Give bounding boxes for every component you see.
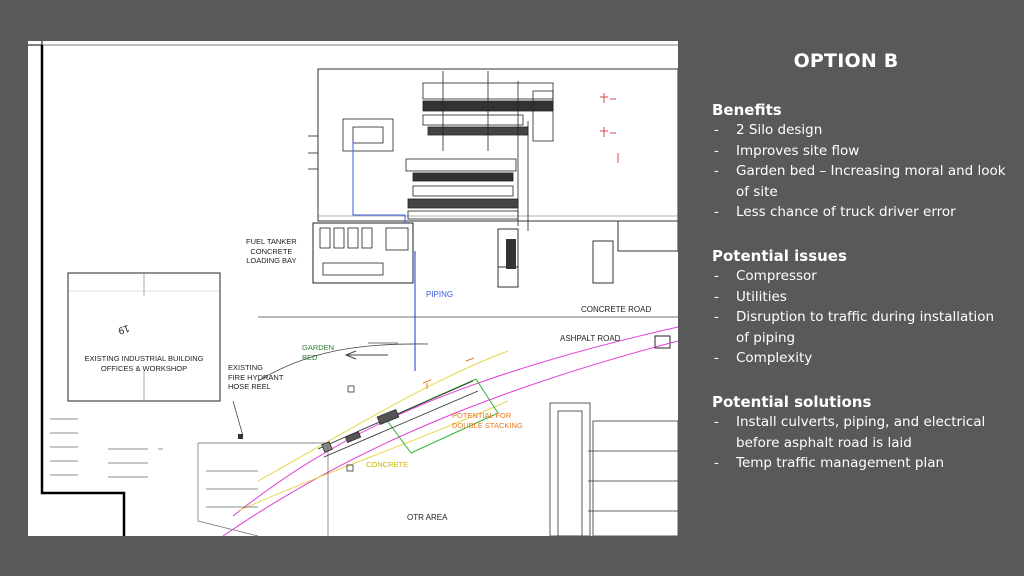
section-heading: Potential solutions [712, 393, 872, 411]
issues-list: -Compressor -Utilities -Disruption to tr… [712, 266, 1007, 369]
label-concrete-road: CONCRETE ROAD [581, 305, 652, 314]
label-existing-building: EXISTING INDUSTRIAL BUILDING OFFICES & W… [84, 354, 204, 373]
garden-bed-outline [385, 378, 499, 454]
section-heading: Benefits [712, 101, 782, 119]
site-plan-drawing: FUEL TANKER CONCRETE LOADING BAY PIPING … [28, 41, 678, 536]
list-item: -2 Silo design [714, 122, 823, 138]
fuel-tanker-bay [312, 222, 414, 284]
silo-track [317, 380, 479, 458]
silo-equipment [308, 71, 554, 231]
label-asphalt-road: ASHPALT ROAD [560, 334, 621, 343]
concrete-road [257, 316, 678, 382]
benefits-list: -2 Silo design -Improves site flow -Gard… [712, 120, 1007, 223]
list-item: -Garden bed – Increasing moral and look … [714, 163, 1006, 200]
truck-markers [600, 93, 619, 163]
property-boundary [40, 45, 126, 536]
list-item: -Less chance of truck driver error [714, 204, 956, 220]
piping-upper [352, 141, 406, 223]
label-otr-area: OTR AREA [407, 513, 448, 522]
label-double-stacking: POTENTIAL FOR DOUBLE STACKING [452, 411, 523, 430]
potential-stacking-marks [422, 357, 475, 389]
solutions-list: -Install culverts, piping, and electrica… [712, 412, 1007, 474]
list-item: -Utilities [714, 288, 787, 305]
list-item: -Temp traffic management plan [714, 455, 945, 471]
label-garden-bed: GARDEN BED [302, 343, 335, 362]
list-item: -Improves site flow [714, 142, 860, 159]
list-item: -Disruption to traffic during installati… [714, 309, 995, 346]
concrete-lines [237, 350, 509, 512]
list-item: -Complexity [714, 350, 813, 366]
gate-symbol [654, 335, 671, 349]
benefits-section: Benefits -2 Silo design -Improves site f… [712, 100, 1007, 223]
otr-structures [549, 402, 678, 536]
asphalt-road [222, 326, 678, 536]
section-heading: Potential issues [712, 247, 847, 265]
site-plan-lines [28, 41, 678, 536]
list-item: -Compressor [714, 268, 817, 284]
parking-bays [50, 418, 329, 536]
label-piping: PIPING [426, 290, 454, 299]
list-item: -Install culverts, piping, and electrica… [714, 414, 986, 451]
label-fire-hydrant: EXISTING FIRE HYDRANT HOSE REEL [228, 363, 284, 391]
issues-section: Potential issues -Compressor -Utilities … [712, 246, 1007, 369]
plant-building-outline [317, 68, 678, 222]
label-concrete: CONCRETE [366, 460, 409, 469]
label-fuel-tanker-bay: FUEL TANKER CONCRETE LOADING BAY [246, 237, 297, 265]
solutions-section: Potential solutions -Install culverts, p… [712, 392, 1007, 474]
corner-mark [28, 41, 43, 46]
slide-title: OPTION B [793, 50, 899, 72]
